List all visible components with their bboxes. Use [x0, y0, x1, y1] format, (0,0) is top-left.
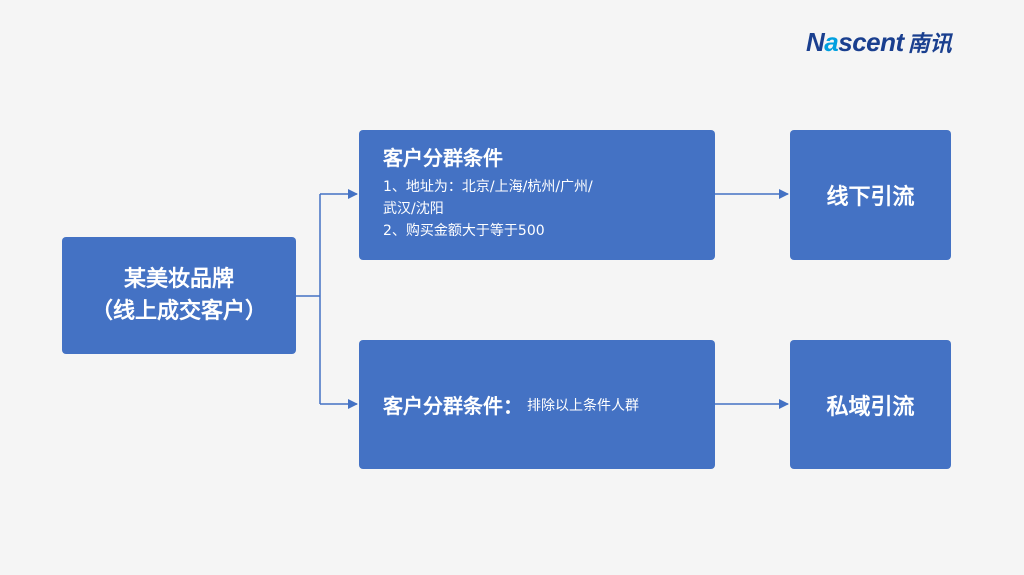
source-line-1: 某美妆品牌 — [123, 266, 234, 292]
source-line-2: （线上成交客户） — [90, 298, 267, 324]
logo-cjk-text: 南讯 — [907, 32, 952, 57]
condition-1-line-3: 2、购买金额大于等于500 — [383, 223, 545, 239]
condition-2-title: 客户分群条件： — [383, 394, 523, 418]
private-traffic-box: 私域引流 — [790, 340, 951, 469]
segment-condition-2-box: 客户分群条件： 排除以上条件人群 — [359, 340, 715, 469]
nascent-logo: Nascent 南讯 — [806, 26, 986, 58]
condition-1-line-1: 1、地址为：北京/上海/杭州/广州/ — [383, 179, 593, 195]
condition-1-title: 客户分群条件 — [383, 146, 503, 170]
offline-traffic-label: 线下引流 — [826, 185, 915, 210]
logo-latin-text: Nascent — [806, 26, 904, 57]
source-brand-box: 某美妆品牌 （线上成交客户） — [62, 237, 296, 354]
condition-1-line-2: 武汉/沈阳 — [383, 201, 444, 217]
condition-2-detail: 排除以上条件人群 — [527, 397, 639, 414]
private-traffic-label: 私域引流 — [826, 394, 915, 420]
segment-condition-1-box: 客户分群条件 1、地址为：北京/上海/杭州/广州/ 武汉/沈阳 2、购买金额大于… — [359, 130, 715, 260]
offline-traffic-box: 线下引流 — [790, 130, 951, 260]
